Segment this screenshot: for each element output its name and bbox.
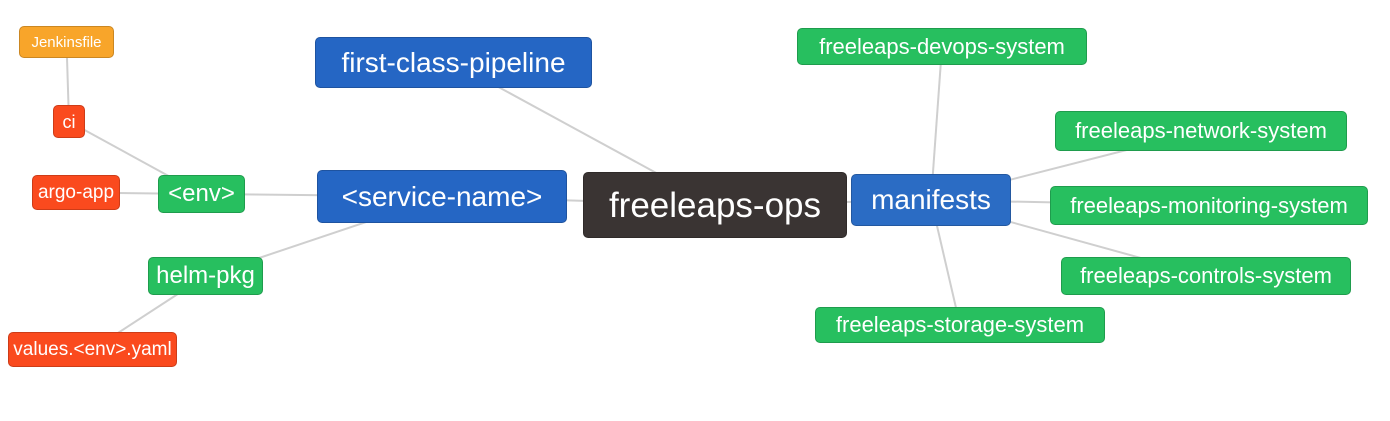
node-service-name[interactable]: <service-name>: [317, 170, 567, 223]
node-jenkinsfile[interactable]: Jenkinsfile: [19, 26, 114, 58]
node-manifests[interactable]: manifests: [851, 174, 1011, 226]
node-first-class-pipeline[interactable]: first-class-pipeline: [315, 37, 592, 88]
node-freeleaps-monitoring-system[interactable]: freeleaps-monitoring-system: [1050, 186, 1368, 225]
node-freeleaps-ops[interactable]: freeleaps-ops: [583, 172, 847, 238]
node-env[interactable]: <env>: [158, 175, 245, 213]
node-values-env-yaml[interactable]: values.<env>.yaml: [8, 332, 177, 367]
node-helm-pkg[interactable]: helm-pkg: [148, 257, 263, 295]
node-freeleaps-storage-system[interactable]: freeleaps-storage-system: [815, 307, 1105, 343]
node-argo-app[interactable]: argo-app: [32, 175, 120, 210]
node-freeleaps-devops-system[interactable]: freeleaps-devops-system: [797, 28, 1087, 65]
node-freeleaps-controls-system[interactable]: freeleaps-controls-system: [1061, 257, 1351, 295]
node-ci[interactable]: ci: [53, 105, 85, 138]
node-freeleaps-network-system[interactable]: freeleaps-network-system: [1055, 111, 1347, 151]
